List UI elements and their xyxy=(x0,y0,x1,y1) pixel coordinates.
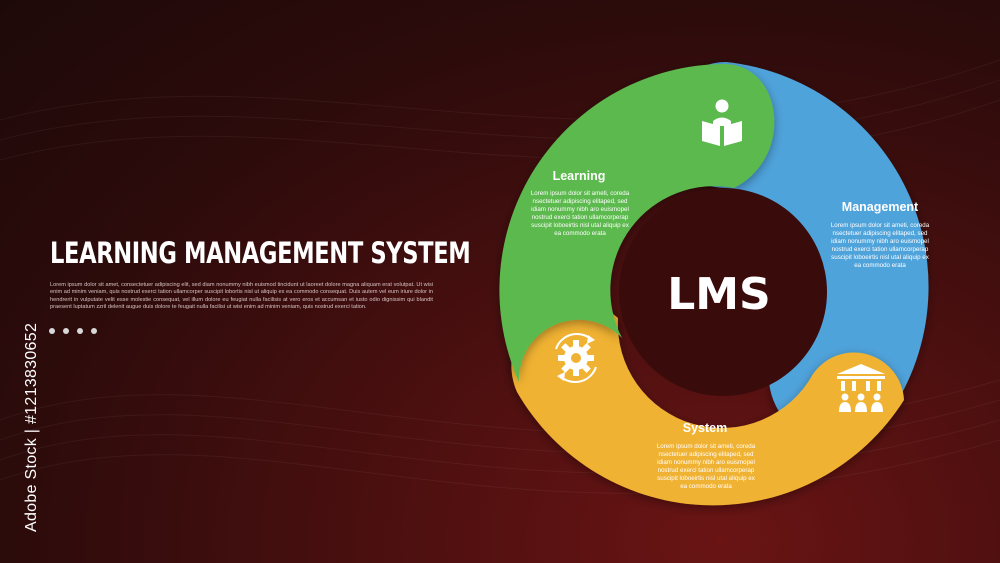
segment-text-line: Lorem ipsum dolor sit ameti, coreda xyxy=(531,190,630,197)
segment-title-system: System xyxy=(683,421,727,435)
segment-text-line: ea commodo erata xyxy=(854,262,906,269)
page-title: LEARNING MANAGEMENT SYSTEM xyxy=(50,236,471,270)
segment-text-line: nostrud exerci tation ullamcorperap xyxy=(532,214,629,221)
pagination-dots xyxy=(49,328,97,334)
segment-text-line: nsectetuer adipiscing elitaped, sed xyxy=(659,451,754,458)
segment-text-system: Lorem ipsum dolor sit ameti, coreda nsec… xyxy=(657,443,756,490)
segment-text-line: suscipit loboeirtis nisl utal aliquip ex xyxy=(831,254,930,261)
segment-text-line: nostrud exerci tation ullamcorperap xyxy=(658,467,755,474)
description-text: Lorem ipsum dolor sit amet, consectetuer… xyxy=(50,282,433,310)
segment-title-management: Management xyxy=(842,200,919,214)
segment-text-line: idiam nonummy nibh aro euismopel xyxy=(657,459,755,466)
pagination-dot xyxy=(49,328,55,334)
segment-learning xyxy=(499,64,775,382)
segment-text-learning: Lorem ipsum dolor sit ameti, coreda nsec… xyxy=(531,190,630,237)
pagination-dot xyxy=(63,328,69,334)
segment-text-line: nsectetuer adipiscing elitaped, sed xyxy=(533,198,628,205)
segment-text-line: nsectetuer adipiscing elitaped, sed xyxy=(833,230,928,237)
center-label: LMS xyxy=(667,269,771,320)
segment-text-line: ea commodo erata xyxy=(680,483,732,490)
segment-text-line: idiam nonummy nibh aro euismopel xyxy=(831,238,929,245)
segment-text-line: suscipit loboeirtis nisl utal aliquip ex xyxy=(531,222,630,229)
segment-text-line: Lorem ipsum dolor sit ameti, coreda xyxy=(831,222,930,229)
segment-text-line: Lorem ipsum dolor sit ameti, coreda xyxy=(657,443,756,450)
pagination-dot xyxy=(77,328,83,334)
people-building-icon xyxy=(837,364,885,412)
reader-icon xyxy=(702,99,742,146)
segment-text-line: ea commodo erata xyxy=(554,230,606,237)
segment-system xyxy=(511,301,904,506)
center-circle xyxy=(619,188,827,396)
gear-cycle-icon xyxy=(555,333,597,383)
segment-text-line: idiam nonummy nibh aro euismopel xyxy=(531,206,629,213)
segment-text-line: nostrud exerci tation ullamcorperap xyxy=(832,246,929,253)
segment-text-management: Lorem ipsum dolor sit ameti, coreda nsec… xyxy=(831,222,930,269)
pagination-dot xyxy=(91,328,97,334)
segment-title-learning: Learning xyxy=(553,169,606,183)
segment-text-line: suscipit loboeirtis nisl utal aliquip ex xyxy=(657,475,756,482)
